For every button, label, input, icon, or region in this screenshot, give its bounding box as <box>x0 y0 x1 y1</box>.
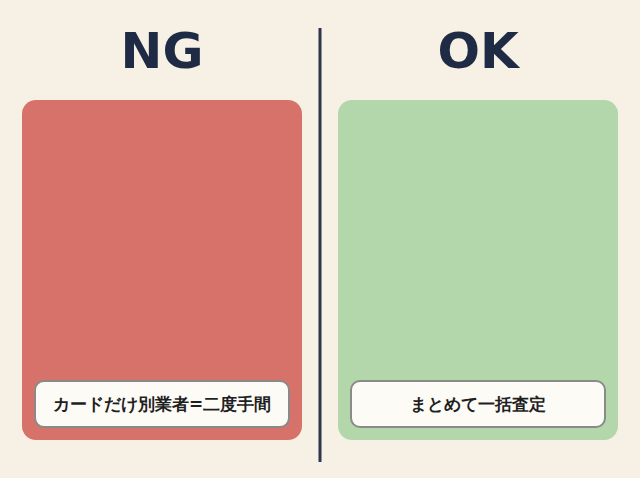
caption-text: カードだけ別業者=二度手間 <box>53 393 271 416</box>
panel-heading: OK <box>338 22 618 80</box>
ng-panel: NGカードだけ別業者=二度手間 <box>22 100 302 440</box>
ok-panel: OKまとめて一括査定 <box>338 100 618 440</box>
panel-heading: NG <box>22 22 302 80</box>
caption-box: カードだけ別業者=二度手間 <box>34 380 290 428</box>
caption-text: まとめて一括査定 <box>410 393 546 416</box>
caption-box: まとめて一括査定 <box>350 380 606 428</box>
